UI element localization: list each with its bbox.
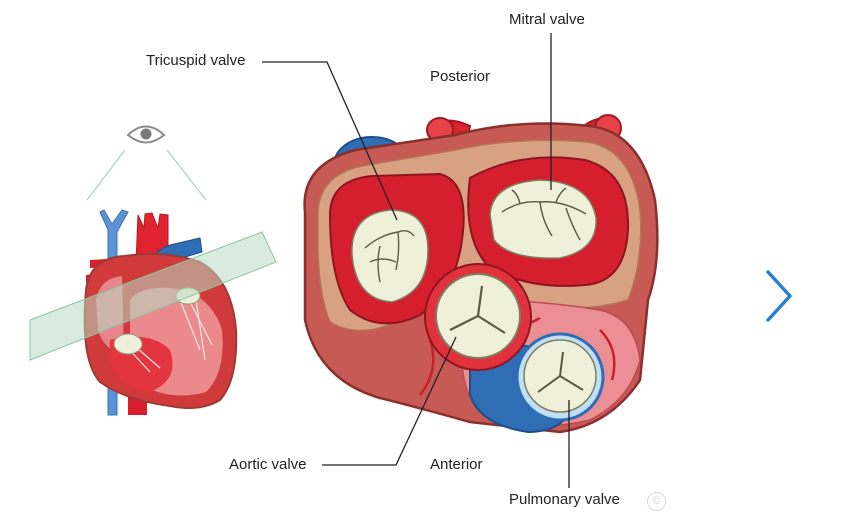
mitral-valve-label: Mitral valve [509, 11, 585, 28]
tricuspid-valve-label: Tricuspid valve [146, 52, 246, 69]
aortic-valve-shape [424, 263, 532, 371]
mitral-valve-shape [489, 179, 597, 259]
next-button[interactable] [756, 266, 806, 326]
eye-icon [126, 125, 166, 144]
anterior-label: Anterior [430, 456, 483, 473]
aortic-valve-label: Aortic valve [229, 456, 307, 473]
copyright-icon: © [647, 492, 666, 511]
tricuspid-leader-line [262, 61, 398, 221]
posterior-label: Posterior [430, 68, 491, 85]
pulmonary-valve-shape [515, 332, 605, 422]
chevron-right-icon [766, 270, 792, 322]
tricuspid-valve-shape [351, 209, 429, 303]
pulmonary-valve-label: Pulmonary valve [509, 491, 620, 508]
aortic-leader-line [322, 336, 457, 466]
